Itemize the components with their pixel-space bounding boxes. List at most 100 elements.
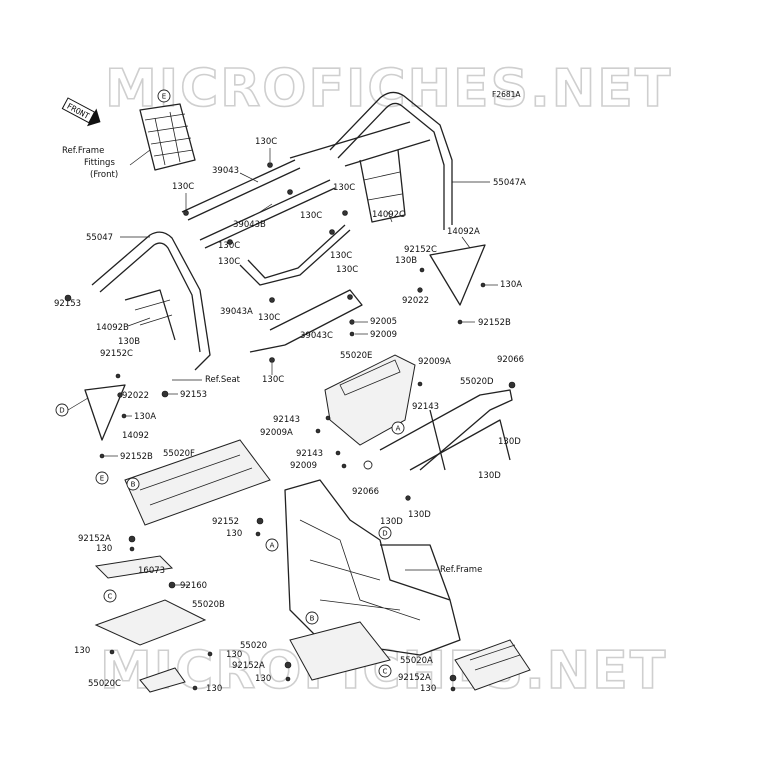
main-frame: A D Ref.Frame [265,479,482,656]
floor-panel-55020: B 55020 92152A 130 [232,611,391,684]
svg-text:92153: 92153 [180,390,207,400]
label-92152c-r: 92152C [404,245,437,255]
floor-panel-55020f: 55020F B 92152A 130 92152 130 [78,439,271,554]
label-55047: 55047 [86,233,113,243]
svg-text:92022: 92022 [122,391,149,401]
label-14092b: 14092B [96,323,129,333]
svg-text:92152A: 92152A [398,673,431,683]
svg-text:55020A: 55020A [400,656,433,666]
circle-ref-d-frame: D [378,526,392,540]
svg-text:92143: 92143 [296,449,323,459]
svg-text:130: 130 [420,684,436,694]
svg-text:130: 130 [96,544,112,554]
gusset-left: D 92153 130B 92152C 92022 130A 14092 921… [54,294,241,485]
svg-text:130: 130 [226,529,242,539]
circle-ref-b-left: B [126,477,140,491]
watermark-top: MICROFICHES.NET [105,59,672,119]
svg-text:B: B [131,481,136,489]
circle-ref-e-top: E [157,89,171,103]
diagram-code: F2681A [492,90,521,99]
label-14092a: 14092A [447,227,480,237]
svg-text:A: A [396,425,401,433]
ref-frame-fittings-front: E Ref.Frame Fittings (Front) [62,89,196,180]
note-ref-frame: Ref.Frame [440,565,482,575]
bolt-labels-130c: 130C 130C 130C 130C 130C 130C 130C 130C … [172,137,358,385]
svg-text:A: A [270,542,275,550]
svg-text:92143: 92143 [273,415,300,425]
svg-text:55020C: 55020C [88,679,121,689]
svg-text:130C: 130C [336,265,358,275]
svg-text:130C: 130C [218,257,240,267]
label-130b-r: 130B [395,256,417,266]
svg-text:D: D [59,407,64,415]
svg-text:130D: 130D [478,471,501,481]
svg-text:55020E: 55020E [340,351,372,361]
svg-text:92009: 92009 [290,461,317,471]
label-14092c: 14092C [372,210,405,220]
svg-text:E: E [100,475,104,483]
label-92153-l: 92153 [54,299,81,309]
svg-text:130C: 130C [330,251,352,261]
roll-bar-front: 55047 14092B [86,231,211,371]
svg-text:130C: 130C [300,211,322,221]
label-92152b-r: 92152B [478,318,511,328]
svg-text:130: 130 [206,684,222,694]
small-fasteners-center: 92005 92009 [349,317,397,340]
svg-text:130D: 130D [498,437,521,447]
label-92022-r: 92022 [402,296,429,306]
side-frame-tubes: 39043A 39043C [220,224,363,353]
svg-text:B: B [310,615,315,623]
svg-text:C: C [108,593,113,601]
gusset-right: 14092A 92152C 130B 92022 130A 92152B [395,227,522,328]
svg-text:92009A: 92009A [418,357,451,367]
svg-text:92066: 92066 [352,487,379,497]
svg-text:92005: 92005 [370,317,397,327]
svg-text:E: E [162,93,166,101]
svg-text:55020F: 55020F [163,449,195,459]
svg-text:55020: 55020 [240,641,267,651]
svg-text:130D: 130D [408,510,431,520]
circle-ref-c-right: C [378,664,392,678]
circle-ref-e-left: E [95,471,109,485]
svg-text:C: C [383,668,388,676]
svg-text:130C: 130C [333,183,355,193]
cross-tubes-upper: 39043 39043B [181,159,336,249]
roll-bar-rear: 55047A 14092C [289,91,526,230]
svg-text:130C: 130C [258,313,280,323]
svg-text:130: 130 [255,674,271,684]
svg-text:92152C: 92152C [100,349,133,359]
note-ref-frame-3: (Front) [90,170,118,180]
svg-text:92160: 92160 [180,581,207,591]
circle-ref-b-bottom: B [305,611,319,625]
svg-text:130D: 130D [380,517,403,527]
svg-text:16073: 16073 [138,566,165,576]
circle-ref-a-mid: A [391,421,405,435]
label-130a-r: 130A [500,280,522,290]
svg-text:130C: 130C [172,182,194,192]
svg-text:92066: 92066 [497,355,524,365]
svg-text:92152: 92152 [212,517,239,527]
svg-text:130C: 130C [255,137,277,147]
svg-text:130: 130 [226,650,242,660]
note-ref-seat: Ref.Seat [205,375,241,385]
label-39043c: 39043C [300,331,333,341]
label-39043b: 39043B [233,220,266,230]
circle-ref-c-left: C [103,589,117,603]
svg-text:130C: 130C [218,241,240,251]
svg-text:92143: 92143 [412,402,439,412]
svg-text:55020D: 55020D [460,377,494,387]
label-39043a: 39043A [220,307,253,317]
svg-text:92152A: 92152A [232,661,265,671]
svg-text:130B: 130B [118,337,140,347]
label-39043: 39043 [212,166,239,176]
circle-ref-a-frame: A [265,538,279,552]
svg-text:92152B: 92152B [120,452,153,462]
circle-ref-d-left: D [55,403,69,417]
floor-panel-55020a: C 55020A 92152A 130 [378,639,531,694]
svg-text:130C: 130C [262,375,284,385]
svg-text:92009A: 92009A [260,428,293,438]
svg-text:130: 130 [74,646,90,656]
note-ref-frame-2: Fittings [84,158,115,168]
note-ref-frame-1: Ref.Frame [62,146,104,156]
